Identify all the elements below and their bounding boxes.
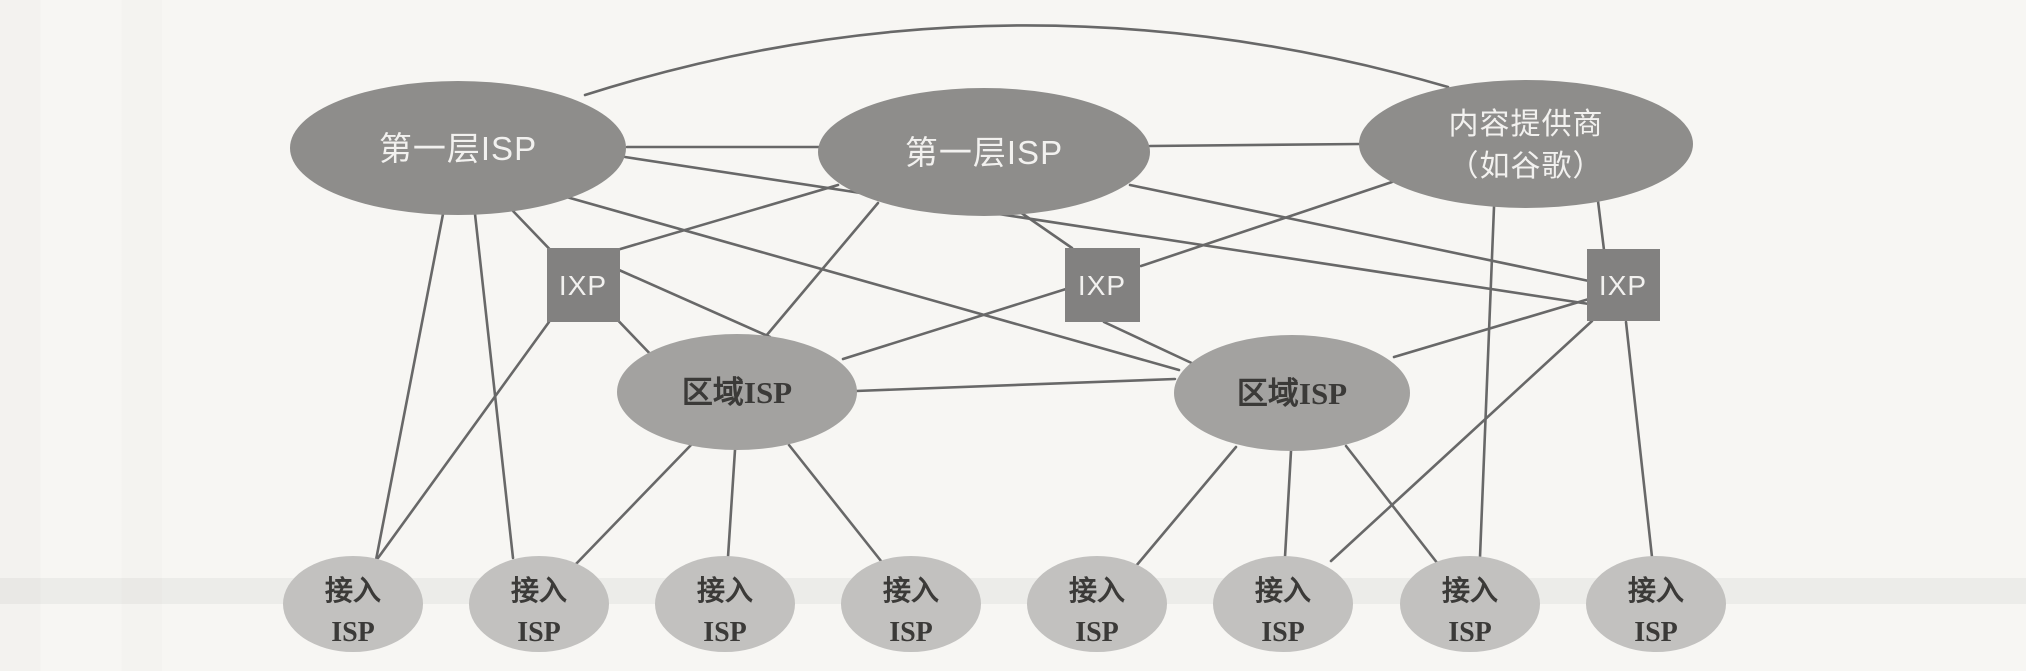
node-ixp-3: IXP xyxy=(1587,249,1660,321)
access-1-label-line2: ISP xyxy=(331,617,375,648)
access-5-ellipse xyxy=(1027,556,1167,652)
edge-tier1left-access2 xyxy=(473,212,515,560)
edge-ixp3-access8 xyxy=(1624,320,1654,559)
edge-regional2-access6 xyxy=(1283,449,1293,559)
node-access-6: 接入 ISP xyxy=(1213,556,1353,652)
node-access-8: 接入 ISP xyxy=(1586,556,1726,652)
edge-tier1middle-regional1 xyxy=(764,201,880,338)
node-access-7: 接入 ISP xyxy=(1400,556,1540,652)
regional-2-ellipse xyxy=(1174,335,1410,451)
tier1-left-label: 第一层ISP xyxy=(379,130,537,167)
edge-regional1-access4 xyxy=(787,443,887,568)
tier1-left-ellipse xyxy=(290,81,626,215)
access-4-label-line1: 接入 xyxy=(883,575,939,607)
edge-regional2-ixp3 xyxy=(1392,297,1591,359)
content-provider-ellipse xyxy=(1359,80,1693,208)
access-1-label-line1: 接入 xyxy=(325,575,381,607)
node-access-5: 接入 ISP xyxy=(1027,556,1167,652)
access-2-ellipse xyxy=(469,556,609,652)
access-5-label-line2: ISP xyxy=(1075,617,1119,648)
edge-regional1-access2 xyxy=(573,443,693,567)
node-layer: 第一层ISP 第一层ISP 内容提供商 （如谷歌） IXP IXP IXP 区域… xyxy=(283,80,1726,652)
node-access-3: 接入 ISP xyxy=(655,556,795,652)
regional-2-label: 区域ISP xyxy=(1237,376,1347,411)
access-1-ellipse xyxy=(283,556,423,652)
edge-tier1left-ixp3 xyxy=(623,155,1591,306)
edge-regional2-access5 xyxy=(1134,445,1238,568)
access-4-ellipse xyxy=(841,556,981,652)
ixp-1-label: IXP xyxy=(559,270,607,301)
edge-content-ixp3 xyxy=(1596,199,1606,252)
ixp-2-box xyxy=(1065,248,1140,322)
edge-ixp1-regional1 xyxy=(617,268,772,339)
edge-tier1middle-ixp3 xyxy=(1128,183,1591,283)
edge-regional1-access3 xyxy=(726,448,737,559)
edge-layer xyxy=(374,24,1654,568)
access-2-label-line2: ISP xyxy=(517,617,561,648)
access-3-label-line2: ISP xyxy=(703,617,747,648)
node-access-4: 接入 ISP xyxy=(841,556,981,652)
edge-tier1left-regional2 xyxy=(561,194,1181,372)
access-8-ellipse xyxy=(1586,556,1726,652)
access-6-label-line2: ISP xyxy=(1261,617,1305,648)
edge-ixp2-regional2 xyxy=(1102,320,1200,368)
edge-regional1-regional2 xyxy=(854,377,1177,393)
node-ixp-2: IXP xyxy=(1065,248,1140,322)
access-7-label-line1: 接入 xyxy=(1442,575,1498,607)
edge-content-ixp2 xyxy=(1139,180,1394,268)
tier1-middle-ellipse xyxy=(818,88,1150,216)
edge-content-access7 xyxy=(1478,205,1496,559)
node-access-1: 接入 ISP xyxy=(283,556,423,652)
ixp-2-label: IXP xyxy=(1078,270,1126,301)
edge-tier1left-access1 xyxy=(374,212,445,562)
access-5-label-line1: 接入 xyxy=(1069,575,1125,607)
tier1-middle-label: 第一层ISP xyxy=(905,134,1063,171)
edge-tier1middle-ixp2 xyxy=(1018,210,1074,250)
node-tier1-left: 第一层ISP xyxy=(290,81,626,215)
node-regional-1: 区域ISP xyxy=(617,334,857,450)
node-access-2: 接入 ISP xyxy=(469,556,609,652)
regional-1-ellipse xyxy=(617,334,857,450)
content-provider-label-line1: 内容提供商 xyxy=(1449,108,1604,141)
node-ixp-1: IXP xyxy=(547,248,620,322)
access-6-ellipse xyxy=(1213,556,1353,652)
edge-tier1middle-ixp1 xyxy=(615,183,840,252)
access-6-label-line1: 接入 xyxy=(1255,575,1311,607)
node-regional-2: 区域ISP xyxy=(1174,335,1410,451)
edge-tier1left-content-arc xyxy=(583,24,1450,97)
ixp-1-box xyxy=(547,248,620,322)
content-provider-label-line2: （如谷歌） xyxy=(1449,150,1604,183)
edge-tier1middle-content xyxy=(1148,142,1362,148)
access-4-label-line2: ISP xyxy=(889,617,933,648)
access-3-ellipse xyxy=(655,556,795,652)
edge-ixp3-access6 xyxy=(1329,319,1594,563)
node-content-provider: 内容提供商 （如谷歌） xyxy=(1359,80,1693,208)
edge-regional2-access7 xyxy=(1344,444,1440,566)
edge-regional1-ixp2 xyxy=(841,287,1068,361)
regional-1-label: 区域ISP xyxy=(682,375,792,410)
ixp-3-box xyxy=(1587,249,1660,321)
access-8-label-line2: ISP xyxy=(1634,617,1678,648)
ixp-3-label: IXP xyxy=(1599,270,1647,301)
access-3-label-line1: 接入 xyxy=(697,575,753,607)
access-8-label-line1: 接入 xyxy=(1628,575,1684,607)
access-7-label-line2: ISP xyxy=(1448,617,1492,648)
node-tier1-middle: 第一层ISP xyxy=(818,88,1150,216)
access-7-ellipse xyxy=(1400,556,1540,652)
edge-ixp1-access1 xyxy=(376,320,551,560)
access-2-label-line1: 接入 xyxy=(511,575,567,607)
